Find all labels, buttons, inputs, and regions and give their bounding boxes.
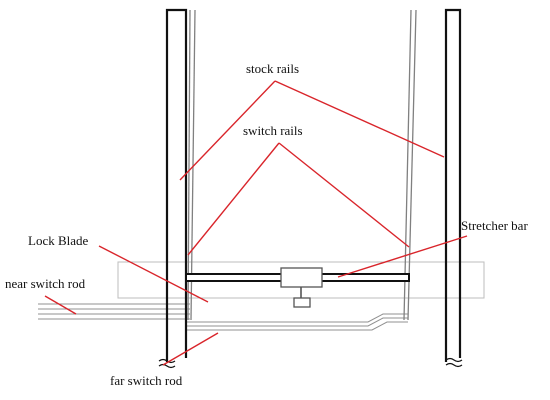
- right-switch-rail: [403, 9, 417, 321]
- leader-switch-rails-right: [278, 142, 410, 248]
- leader-switch-rails-left: [187, 142, 280, 256]
- far-switch-rod: [185, 313, 408, 331]
- leader-lock-blade: [98, 245, 209, 303]
- right-stock-rail: [444, 8, 463, 368]
- label-lock-blade: Lock Blade: [28, 233, 89, 248]
- label-stretcher-bar: Stretcher bar: [461, 218, 528, 233]
- label-near-switch-rod: near switch rod: [5, 276, 86, 291]
- near-switch-rod: [38, 303, 190, 320]
- left-stock-rail: [158, 8, 188, 369]
- left-switch-rail: [187, 9, 196, 321]
- leader-near-switch-rod: [44, 295, 77, 315]
- stretcher-bar: [185, 267, 410, 308]
- leader-stock-rails-right: [274, 80, 445, 158]
- leader-stock-rails-left: [179, 80, 276, 181]
- leader-lines: [44, 80, 468, 366]
- label-stock-rails: stock rails: [246, 61, 299, 76]
- label-switch-rails: switch rails: [243, 123, 303, 138]
- leader-far-switch-rod: [162, 332, 219, 366]
- leader-stretcher-bar: [337, 235, 468, 278]
- label-far-switch-rod: far switch rod: [110, 373, 183, 388]
